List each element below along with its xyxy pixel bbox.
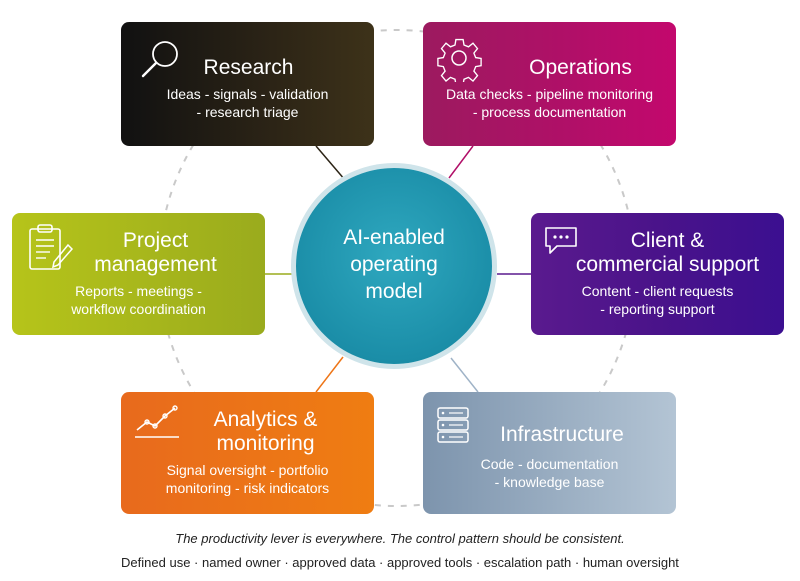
connector-analytics [315,356,344,393]
card-research: Research Ideas - signals - validation - … [121,22,374,146]
card-description: Ideas - signals - validation - research … [121,85,374,121]
card-line: - research triage [196,104,299,120]
card-title: Project management [78,229,233,277]
card-line: Content - client requests [581,283,734,299]
card-analytics-monitoring: Analytics & monitoring Signal oversight … [121,392,374,514]
card-title-line: Project [122,229,189,252]
card-description: Code - documentation - knowledge base [423,455,676,491]
card-title: Analytics & monitoring [183,408,348,456]
card-line: Signal oversight - portfolio [166,462,329,478]
card-description: Data checks - pipeline monitoring - proc… [423,85,676,121]
card-title: Infrastructure [500,423,624,446]
connector-infra [450,357,479,393]
card-line: - knowledge base [494,474,605,490]
hub-label-line: model [365,280,423,303]
hub-label-line: operating [350,253,438,276]
card-title-line: monitoring [216,432,315,455]
card-line: - reporting support [600,301,715,317]
card-title: Client & commercial support [551,229,784,277]
card-title-line: management [94,253,217,276]
connector-research [315,145,346,181]
server-icon [437,407,469,443]
card-title-line: commercial support [575,253,760,276]
card-title-line: Analytics & [213,408,318,431]
hub-circle: AI-enabled operating model [296,168,492,364]
card-description: Content - client requests - reporting su… [531,282,784,318]
card-project-management: Project management Reports - meetings - … [12,213,265,335]
line-chart-icon [135,405,179,438]
card-title-line: Client & [630,229,705,252]
card-infrastructure: Infrastructure Code - documentation - kn… [423,392,676,514]
card-line: - process documentation [472,104,627,120]
chat-bubble-icon [545,227,577,254]
card-line: Reports - meetings - [75,283,202,299]
hub-label: AI-enabled operating model [306,224,482,305]
connector-operations [448,145,474,179]
card-line: Ideas - signals - validation [166,86,329,102]
card-title: Research [203,56,294,79]
card-line: Data checks - pipeline monitoring [446,86,653,102]
card-line: monitoring - risk indicators [165,480,330,496]
card-operations: Operations Data checks - pipeline monito… [423,22,676,146]
card-title: Operations [529,56,632,79]
gear-icon [437,38,482,82]
card-description: Reports - meetings - workflow coordinati… [12,282,265,318]
card-line: Code - documentation [480,456,619,472]
hub-label-line: AI-enabled [343,226,445,249]
clipboard-icon [29,224,74,270]
magnifier-icon [141,41,178,78]
card-client-commercial-support: Client & commercial support Content - cl… [531,213,784,335]
footer-principles: Defined use · named owner · approved dat… [121,555,679,570]
card-line: workflow coordination [71,301,206,317]
caption: The productivity lever is everywhere. Th… [175,531,625,546]
card-description: Signal oversight - portfolio monitoring … [121,461,374,497]
